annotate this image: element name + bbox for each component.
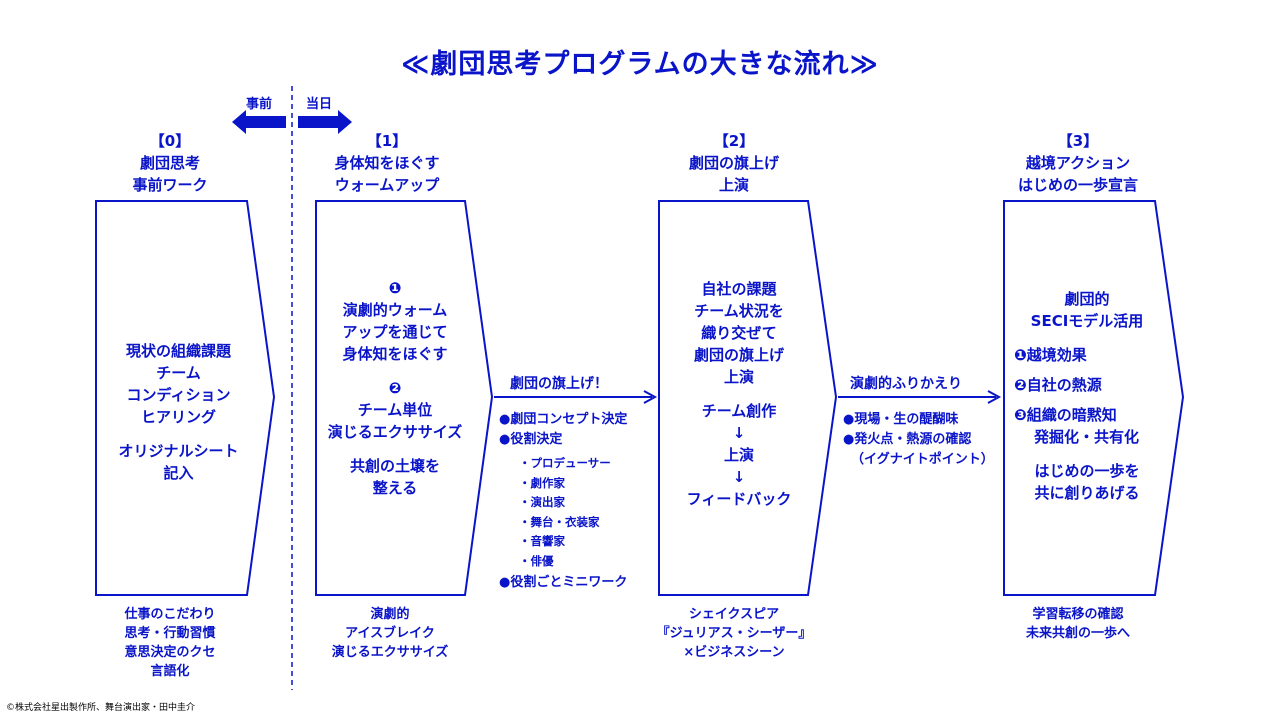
stage-3-title: 越境アクション [1025, 154, 1131, 172]
stage-1-body-line: アップを通じて [342, 323, 448, 341]
stage-3-body: 劇団的 SECIモデル活用 ❶越境効果 ❷自社の熱源 ❸組織の暗黙知 発掘化・共… [1004, 288, 1170, 504]
stage-1-body-line: 演じるエクササイズ [327, 423, 463, 441]
stage-3-number: 【3】 [1057, 132, 1099, 150]
stage-2-subtitle: 上演 [718, 176, 749, 194]
connector-2-label: 演劇的ふりかえり [850, 376, 962, 392]
stage-3-point-3-cont: 発掘化・共有化 [1034, 428, 1140, 446]
stage-1-step-2-marker: ❷ [388, 379, 402, 397]
day-label: 当日 [306, 97, 333, 112]
stage-0-body-line: 現状の組織課題 [125, 342, 231, 360]
role-item: ・俳優 [519, 553, 554, 568]
role-item: ・プロデューサー [519, 456, 611, 470]
stage-1-footer-line: 演劇的 [370, 607, 410, 622]
stage-2-flow-step: チーム創作 [701, 402, 777, 420]
page-title: ≪劇団思考プログラムの大きな流れ≫ [401, 49, 879, 80]
stage-0-number: 【0】 [149, 132, 191, 150]
stage-3-point-1: ❶越境効果 [1014, 346, 1087, 364]
stage-3-body-line: 共に創りあげる [1034, 484, 1140, 502]
stage-1-step-1-marker: ❶ [388, 279, 402, 297]
stage-0-footer-line: 思考・行動習慣 [124, 626, 216, 641]
stage-2-body-line: 織り交ぜて [701, 324, 777, 342]
stage-0-body: 現状の組織課題 チーム コンディション ヒアリング オリジナルシート 記入 [96, 340, 261, 484]
stage-3-body-line: SECIモデル活用 [1030, 312, 1144, 330]
stage-1-title: 身体知をほぐす [334, 154, 440, 172]
stage-3-footer-line: 未来共創の一歩へ [1025, 626, 1130, 641]
stage-0-footer: 仕事のこだわり 思考・行動習慣 意思決定のクセ 言語化 [70, 605, 270, 681]
stage-2-body: 自社の課題 チーム状況を 織り交ぜて 劇団の旗上げ 上演 チーム創作 ↓ 上演 … [655, 278, 823, 510]
stage-3-point-3: ❸組織の暗黙知 [1014, 406, 1117, 424]
stage-3-point-2: ❷自社の熱源 [1014, 376, 1102, 394]
stage-1-number: 【1】 [366, 132, 408, 150]
stage-0-subtitle: 事前ワーク [132, 176, 208, 194]
stage-2-number: 【2】 [713, 132, 755, 150]
down-arrow-icon: ↓ [732, 468, 746, 486]
stage-1-body-line: 共創の土壌を [349, 457, 440, 475]
stage-2-flow-step: フィードバック [686, 490, 792, 508]
stage-0-footer-line: 意思決定のクセ [124, 645, 216, 660]
before-arrow [232, 110, 286, 134]
connector-1-item: ●役割ごとミニワーク [499, 575, 628, 590]
connector-1-list: ●劇団コンセプト決定 ●役割決定 ・プロデューサー ・劇作家 ・演出家 ・舞台・… [499, 410, 659, 593]
stage-box-0 [95, 200, 276, 596]
stage-box-1 [315, 200, 494, 596]
stage-3-body-line: はじめの一歩を [1034, 462, 1140, 480]
stage-2-footer-line: ×ビジネスシーン [683, 645, 785, 660]
stage-0-header: 【0】 劇団思考 事前ワーク [70, 130, 270, 196]
stage-0-body-line: 記入 [163, 464, 194, 482]
stage-3-footer: 学習転移の確認 未来共創の一歩へ [978, 605, 1178, 643]
stage-3-subtitle: はじめの一歩宣言 [1017, 176, 1138, 194]
stage-0-body-line: コンディション [126, 386, 231, 404]
stage-0-body-line: オリジナルシート [118, 442, 239, 460]
connector-1-label: 劇団の旗上げ！ [510, 376, 608, 392]
stage-0-footer-line: 仕事のこだわり [124, 607, 216, 622]
connector-1-item: ●劇団コンセプト決定 [499, 412, 628, 427]
stage-1-body: ❶ 演劇的ウォーム アップを通じて 身体知をほぐす ❷ チーム単位 演じるエクサ… [308, 277, 482, 499]
connector-1-item: ●役割決定 [499, 432, 563, 447]
stage-2-footer-line: 『ジュリアス・シーザー』 [656, 626, 812, 641]
stage-1-body-line: 整える [372, 479, 418, 497]
down-arrow-icon: ↓ [732, 424, 746, 442]
stage-1-body-line: 演劇的ウォーム [342, 301, 448, 319]
stage-2-body-line: 上演 [723, 368, 754, 386]
stage-1-footer-line: アイスブレイク [345, 626, 435, 641]
stage-2-body-line: 自社の課題 [701, 280, 777, 298]
stage-3-footer-line: 学習転移の確認 [1032, 607, 1124, 622]
stage-1-body-line: 身体知をほぐす [342, 345, 448, 363]
stage-0-footer-line: 言語化 [150, 664, 190, 679]
connector-2-item: ●発火点・熱源の確認 [843, 432, 972, 447]
connector-2-list: ●現場・生の醍醐味 ●発火点・熱源の確認 （イグナイトポイント） [843, 410, 1003, 470]
stage-2-body-line: チーム状況を [694, 302, 784, 320]
connector-2-note: （イグナイトポイント） [851, 452, 994, 467]
stage-1-footer-line: 演じるエクササイズ [331, 645, 449, 660]
stage-box-2 [658, 200, 838, 596]
stage-3-body-line: 劇団的 [1064, 290, 1110, 308]
stage-0-body-line: ヒアリング [140, 408, 216, 426]
stage-3-header: 【3】 越境アクション はじめの一歩宣言 [968, 130, 1188, 196]
stage-1-header: 【1】 身体知をほぐす ウォームアップ [287, 130, 487, 196]
connector-2-item: ●現場・生の醍醐味 [843, 412, 959, 427]
role-item: ・劇作家 [519, 475, 565, 490]
role-list: ・プロデューサー ・劇作家 ・演出家 ・舞台・衣装家 ・音響家 ・俳優 [499, 454, 659, 571]
stage-1-footer: 演劇的 アイスブレイク 演じるエクササイズ [290, 605, 490, 662]
before-label: 事前 [246, 97, 273, 112]
stage-2-body-line: 劇団の旗上げ [693, 346, 784, 364]
day-arrow [298, 110, 352, 134]
role-item: ・演出家 [519, 495, 565, 509]
role-item: ・音響家 [519, 534, 565, 548]
stage-box-3 [1003, 200, 1185, 596]
stage-2-footer: シェイクスピア 『ジュリアス・シーザー』 ×ビジネスシーン [634, 605, 834, 662]
copyright-text: ©株式会社星出製作所、舞台演出家・田中圭介 [6, 703, 196, 713]
stage-1-body-line: チーム単位 [357, 401, 433, 419]
stage-0-title: 劇団思考 [139, 154, 200, 172]
stage-2-title: 劇団の旗上げ [688, 154, 779, 172]
stage-1-subtitle: ウォームアップ [334, 176, 440, 194]
role-item: ・舞台・衣装家 [519, 514, 600, 529]
stage-0-body-line: チーム [156, 364, 201, 382]
stage-2-footer-line: シェイクスピア [688, 607, 780, 622]
stage-2-header: 【2】 劇団の旗上げ 上演 [634, 130, 834, 196]
stage-2-flow-step: 上演 [723, 446, 754, 464]
